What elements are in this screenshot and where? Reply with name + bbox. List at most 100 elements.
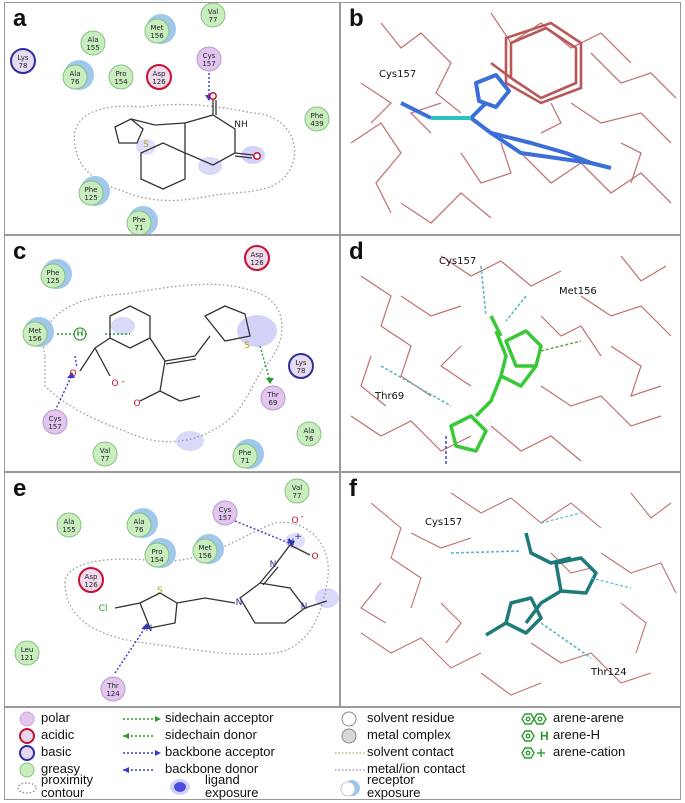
legend: H polar acidic basic greasy proximity co… [4, 707, 681, 800]
residue-number: 77 [101, 455, 110, 463]
residue-disc [200, 3, 226, 28]
residue-name: Lys [17, 54, 28, 62]
legend-arene-h-glyph: H [540, 729, 549, 743]
residue-disc [260, 385, 286, 411]
residue-met156-c: Met156 [22, 317, 54, 347]
residue-number: 157 [202, 60, 215, 68]
label-thr124-f: Thr124 [590, 667, 627, 678]
label-cys157-d: Cys157 [439, 256, 476, 267]
residue-name: Met [28, 327, 41, 335]
atom-s-e: S [157, 586, 163, 596]
residue-met156-e: Met156 [192, 534, 224, 564]
atom-cl-e: Cl [99, 604, 108, 614]
residue-name: Pro [115, 70, 126, 78]
atom-minus-c: - [121, 377, 124, 387]
panel-c: c H [4, 235, 340, 472]
residue-disc [284, 478, 310, 504]
residue-cys157-a: Cys157 [196, 46, 222, 72]
atom-n2-e: N [236, 598, 243, 608]
panel-b: b [340, 2, 681, 235]
residue-number: 126 [152, 78, 166, 86]
atom-minus-e: - [300, 512, 303, 522]
residue-name: Cys [203, 52, 216, 60]
residue-name: Cys [49, 415, 62, 423]
residue-name: Met [150, 24, 163, 32]
residue-number: 439 [310, 120, 323, 128]
residue-thr69-c: Thr69 [260, 385, 286, 411]
panel-letter-d: d [349, 238, 364, 265]
atom-s-a: S [143, 140, 149, 150]
structure-view-f: Cys157 Thr124 [360, 492, 677, 696]
legend-receptor-exposure: exposure [367, 785, 421, 800]
interaction-map-c: H S O O - [22, 245, 322, 469]
residue-disc [108, 64, 134, 90]
residue-name: Leu [21, 646, 34, 654]
residue-disc [78, 180, 104, 206]
residue-disc [42, 409, 68, 435]
legend-metal-complex: metal complex [367, 727, 451, 742]
atom-h-c: H [77, 329, 84, 339]
residue-disc [244, 245, 270, 271]
residue-disc [14, 640, 40, 666]
residue-name: Phe [311, 112, 324, 120]
label-thr69-d: Thr69 [374, 391, 404, 402]
legend-basic: basic [41, 744, 72, 759]
residue-name: Ala [303, 427, 314, 435]
panel-d: d [340, 235, 681, 472]
residue-disc [40, 263, 66, 289]
residue-name: Asp [153, 70, 166, 78]
residue-disc [146, 64, 172, 90]
residue-number: 121 [20, 654, 33, 662]
panel-e: e Cl S N N N [4, 472, 340, 707]
residue-number: 76 [305, 435, 314, 443]
residue-number: 71 [135, 224, 144, 232]
residue-number: 154 [150, 556, 164, 564]
residue-number: 155 [62, 526, 75, 534]
residue-cys157-c: Cys157 [42, 409, 68, 435]
panel-letter-a: a [13, 5, 27, 32]
residue-number: 124 [106, 690, 120, 698]
atom-o2-e: O [311, 552, 318, 562]
atom-o-minus-c: O [111, 379, 118, 389]
structure-view-b: Cys157 [350, 12, 677, 224]
residue-number: 156 [28, 335, 42, 343]
residue-number: 78 [19, 62, 28, 70]
legend-acidic: acidic [41, 727, 75, 742]
label-cys157-b: Cys157 [379, 69, 416, 80]
residue-number: 125 [84, 194, 97, 202]
atom-s-c: S [244, 341, 250, 351]
residue-disc [92, 441, 118, 467]
legend-metal-ion-contact: metal/ion contact [367, 761, 466, 776]
legend-backbone-donor: backbone donor [165, 761, 259, 776]
label-met156-d: Met156 [559, 286, 597, 297]
residue-disc [144, 18, 170, 44]
residue-name: Cys [219, 506, 232, 514]
atom-n5-e: N [288, 538, 295, 548]
residue-disc [126, 210, 152, 234]
legend-arene-h: arene-H [553, 727, 600, 742]
legend-contour: contour [41, 785, 85, 800]
residue-name: Asp [251, 251, 264, 259]
residue-number: 155 [86, 44, 99, 52]
residue-disc [80, 30, 106, 56]
residue-name: Phe [239, 449, 252, 457]
structure-view-d: Cys157 Met156 Thr69 [350, 255, 672, 464]
residue-number: 69 [269, 399, 278, 407]
residue-name: Phe [133, 216, 146, 224]
atom-n4-e: N [270, 560, 277, 570]
residue-number: 126 [84, 581, 98, 589]
residue-name: Ala [63, 518, 74, 526]
legend-arene-cation: arene-cation [553, 744, 626, 759]
legend-receptor: receptor [367, 772, 415, 787]
